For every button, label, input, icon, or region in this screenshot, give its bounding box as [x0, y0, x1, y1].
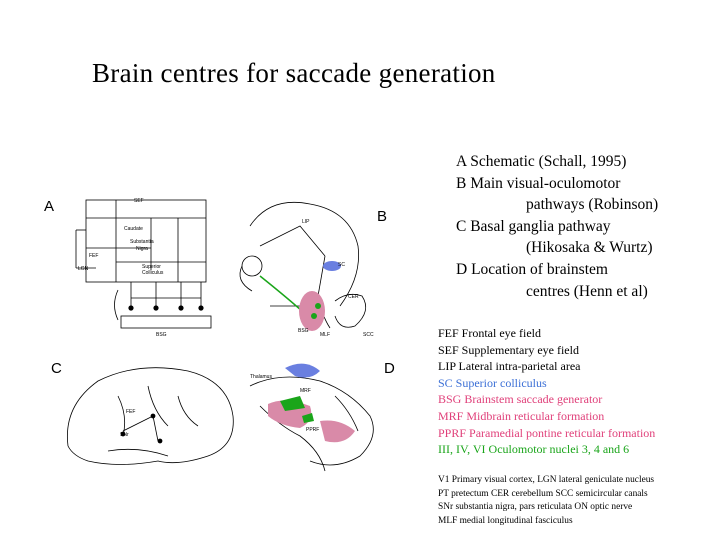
label-bsg: BSG [156, 332, 167, 338]
label-colliculus: Colliculus [142, 270, 164, 276]
label-lgn: LGN [78, 266, 89, 272]
panel-d-diagram: Thalamus MRF PPRF [240, 356, 390, 476]
label-lip: LIP [302, 219, 310, 225]
label-bsg: BSG [298, 328, 309, 334]
abbreviation-notes: V1 Primary visual cortex, LGN lateral ge… [438, 474, 654, 528]
legend-item: MRF Midbrain reticular formation [438, 408, 605, 423]
label-fef: FEF [89, 253, 98, 259]
legend-item: LIP Lateral intra-parietal area [438, 359, 581, 374]
panel-b-letter: B [377, 208, 388, 225]
note-line: MLF medial longitudinal fasciculus [438, 515, 573, 526]
legend-item: III, IV, VI Oculomotor nuclei 3, 4 and 6 [438, 442, 630, 457]
slide-title: Brain centres for saccade generation [92, 58, 496, 88]
legend-item: FEF Frontal eye field [438, 326, 541, 340]
label-thalamus: Thalamus [250, 374, 272, 380]
label-pprf: PPRF [306, 427, 319, 433]
panel-b-diagram: LIP SC CER SCC BSG MLF [230, 186, 380, 346]
note-line: SNr substantia nigra, pars reticulata ON… [438, 502, 633, 513]
legend-item: PPRF Paramedial pontine reticular format… [438, 425, 656, 440]
caption-line: D Location of brainstem [456, 260, 608, 278]
label-scc: SCC [363, 332, 374, 338]
label-snr: SNr [120, 432, 129, 438]
caption-line: B Main visual-oculomotor [456, 174, 621, 192]
caption-line: C Basal ganglia pathway [456, 217, 611, 235]
panel-c-diagram: FEF SNr [58, 356, 238, 476]
panel-c-letter: C [51, 360, 62, 377]
figure-captions: A Schematic (Schall, 1995) B Main visual… [456, 151, 658, 302]
label-sef: SEF [134, 198, 144, 204]
label-nigra: Nigra [136, 246, 148, 252]
note-line: V1 Primary visual cortex, LGN lateral ge… [438, 475, 655, 485]
label-sc: SC [338, 262, 345, 268]
caption-line: pathways (Robinson) [526, 196, 659, 214]
caption-line: (Hikosaka & Wurtz) [526, 239, 653, 257]
label-caudate: Caudate [124, 226, 143, 232]
abbreviation-legend: FEF Frontal eye field SEF Supplementary … [438, 325, 655, 458]
panel-a-letter: A [44, 198, 55, 215]
panel-d-letter: D [384, 360, 395, 377]
panel-a-schematic: SEF Caudate Substantia Nigra FEF LGN Sup… [56, 190, 216, 340]
legend-item: SC Superior colliculus [438, 375, 547, 390]
legend-item: SEF Supplementary eye field [438, 342, 579, 357]
caption-line: centres (Henn et al) [526, 282, 648, 300]
note-line: PT pretectum CER cerebellum SCC semicirc… [438, 488, 648, 499]
label-mrf: MRF [300, 388, 311, 394]
label-fef: FEF [126, 409, 135, 415]
label-cer: CER [348, 294, 359, 300]
label-mlf: MLF [320, 332, 330, 338]
label-superior: Superior [142, 264, 161, 270]
label-substantia: Substantia [130, 239, 154, 245]
legend-item: BSG Brainstem saccade generator [438, 392, 603, 407]
caption-line: A Schematic (Schall, 1995) [456, 153, 627, 170]
